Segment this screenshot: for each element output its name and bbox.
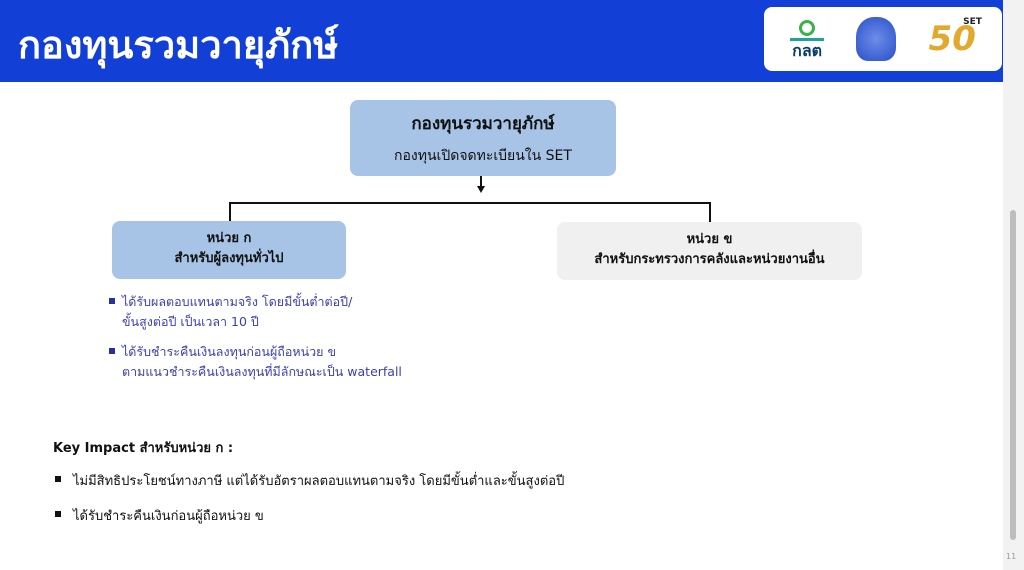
sec-logo: กลต	[790, 19, 825, 60]
set-50-text: 50	[928, 19, 976, 59]
unit-a-points: ได้รับผลตอบแทนตามจริง โดยมีขั้นต่ำต่อปี/…	[108, 292, 402, 392]
fund-title: กองทุนรวมวายุภักษ์	[411, 114, 555, 134]
slide-title: กองทุนรวมวายุภักษ์	[18, 23, 339, 67]
unit-a-box: หน่วย ก สำหรับผู้ลงทุนทั่วไป	[112, 221, 346, 279]
point-line: ได้รับชำระคืนเงินลงทุนก่อนผู้ถือหน่วย ข	[122, 344, 337, 359]
point-line: ตามแนวชำระคืนเงินลงทุนที่มีลักษณะเป็น wa…	[122, 364, 402, 379]
list-item: ได้รับชำระคืนเงินลงทุนก่อนผู้ถือหน่วย ขต…	[108, 342, 402, 382]
list-item: ได้รับผลตอบแทนตามจริง โดยมีขั้นต่ำต่อปี/…	[108, 292, 402, 332]
unit-b-box: หน่วย ข สำหรับกระทรวงการคลังและหน่วยงานอ…	[557, 222, 862, 280]
key-impact: Key Impact สำหรับหน่วย ก : ไม่มีสิทธิประ…	[53, 437, 564, 540]
ministry-finance-seal-logo	[856, 17, 897, 61]
unit-a-desc: สำหรับผู้ลงทุนทั่วไป	[174, 251, 284, 266]
list-item: ได้รับชำระคืนเงินก่อนผู้ถือหน่วย ข	[53, 505, 564, 526]
list-item: ไม่มีสิทธิประโยชน์ทางภาษี แต่ได้รับอัตรา…	[53, 470, 564, 491]
key-impact-heading: Key Impact สำหรับหน่วย ก :	[53, 441, 234, 456]
fund-box: กองทุนรวมวายุภักษ์ กองทุนเปิดจดทะเบียนใน…	[350, 100, 616, 176]
connector-left	[229, 202, 231, 221]
point-line: ขั้นสูงต่อปี เป็นเวลา 10 ปี	[122, 314, 259, 329]
scrollbar[interactable]	[1010, 210, 1016, 540]
unit-b-desc: สำหรับกระทรวงการคลังและหน่วยงานอื่น	[594, 252, 825, 267]
arrow-down-icon	[477, 186, 485, 193]
connector-right	[709, 202, 711, 222]
point-line: ได้รับผลตอบแทนตามจริง โดยมีขั้นต่ำต่อปี/	[122, 294, 353, 309]
fund-subtitle: กองทุนเปิดจดทะเบียนใน SET	[394, 148, 572, 164]
set-text: SET	[963, 17, 982, 27]
unit-a-title: หน่วย ก	[206, 231, 252, 246]
sec-logo-text: กลต	[792, 40, 823, 60]
page-number: 11	[1006, 552, 1017, 561]
connector-horizontal	[229, 202, 710, 204]
unit-b-title: หน่วย ข	[686, 232, 733, 247]
connector-vertical	[480, 176, 482, 188]
